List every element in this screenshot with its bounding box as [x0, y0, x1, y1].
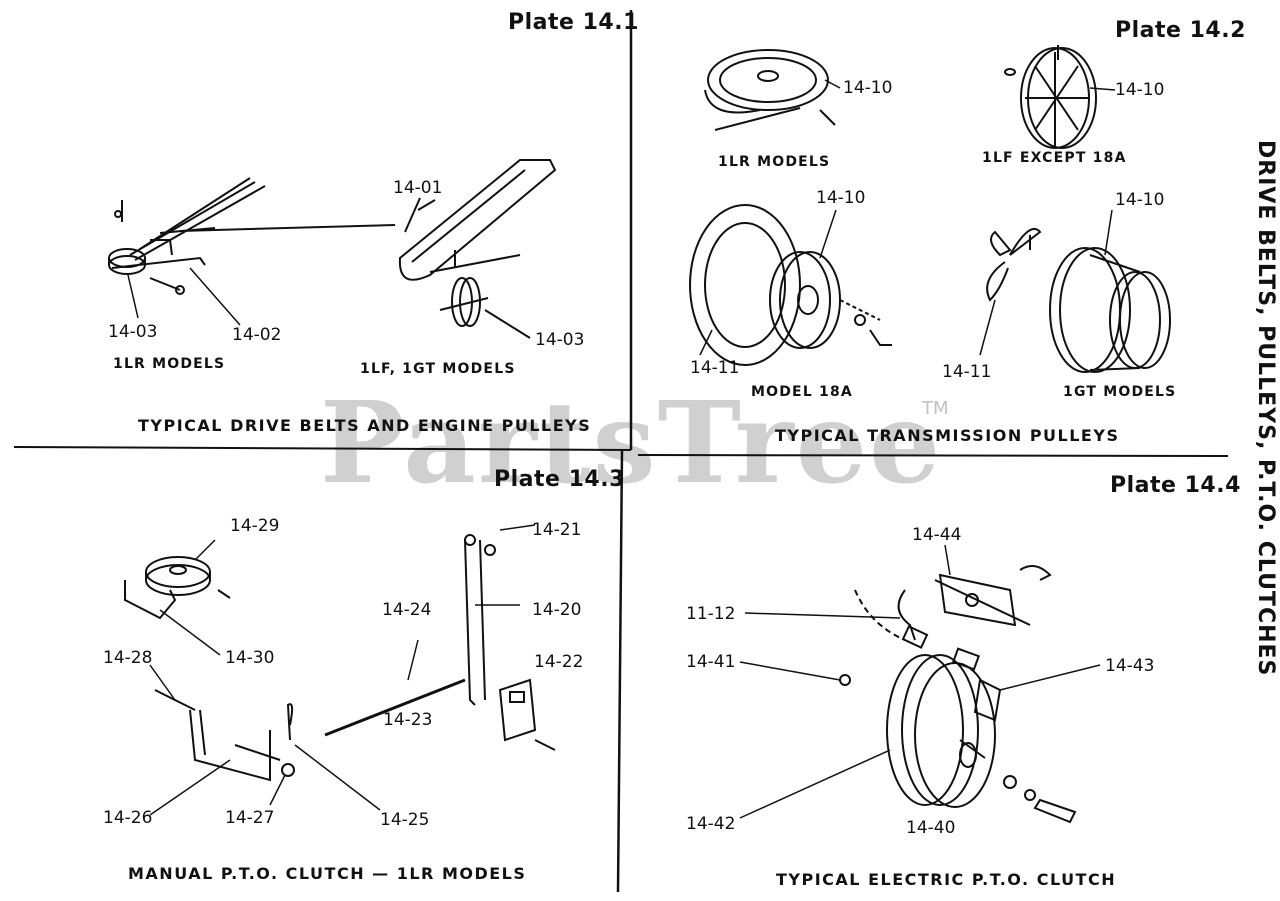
part-label-14-11-18a: 14-11	[690, 358, 740, 378]
part-label-14-30: 14-30	[225, 648, 275, 668]
plate-14-2-title: Plate 14.2	[1115, 18, 1246, 43]
part-label-14-10-18a: 14-10	[816, 188, 866, 208]
part-label-14-41: 14-41	[686, 652, 736, 672]
part-label-14-20: 14-20	[532, 600, 582, 620]
part-label-14-40: 14-40	[906, 818, 956, 838]
plate-14-2-caption: TYPICAL TRANSMISSION PULLEYS	[775, 426, 1120, 445]
part-label-14-43: 14-43	[1105, 656, 1155, 676]
plate-14-1-title: Plate 14.1	[508, 10, 639, 35]
model-label-1lf-except-18a: 1LF EXCEPT 18A	[982, 150, 1127, 166]
part-label-14-26: 14-26	[103, 808, 153, 828]
plate-14-2-18a-pulley	[689, 204, 892, 366]
plate-14-2-1lf-pulley	[1004, 45, 1116, 149]
part-label-11-12: 11-12	[686, 604, 736, 624]
part-label-14-27: 14-27	[225, 808, 275, 828]
plate-14-4-title: Plate 14.4	[1110, 473, 1241, 498]
model-label-1lr-transmission: 1LR MODELS	[718, 154, 831, 170]
plate-14-4-caption: TYPICAL ELECTRIC P.T.O. CLUTCH	[776, 870, 1117, 889]
part-label-14-10-1lr: 14-10	[843, 78, 893, 98]
part-label-14-42: 14-42	[686, 814, 736, 834]
divider-horizontal-left	[13, 446, 632, 451]
plate-14-4-electric-pto-assembly	[739, 544, 1101, 824]
part-label-14-24: 14-24	[382, 600, 432, 620]
plate-14-1-caption: TYPICAL DRIVE BELTS AND ENGINE PULLEYS	[138, 416, 592, 435]
part-label-14-11-1gt: 14-11	[942, 362, 992, 382]
part-label-14-10-1lf: 14-10	[1115, 80, 1165, 100]
plate-14-2-1lr-pulley	[704, 49, 841, 131]
divider-vertical-bottom	[616, 449, 624, 893]
part-label-14-01: 14-01	[393, 178, 443, 198]
part-label-14-28: 14-28	[103, 648, 153, 668]
model-label-18a: MODEL 18A	[751, 384, 853, 400]
part-label-14-03-1lf: 14-03	[535, 330, 585, 350]
part-label-14-44: 14-44	[912, 525, 962, 545]
model-label-1lf-1gt: 1LF, 1GT MODELS	[360, 361, 516, 377]
divider-horizontal-right	[637, 454, 1229, 457]
part-label-14-25: 14-25	[380, 810, 430, 830]
plate-14-3-caption: MANUAL P.T.O. CLUTCH — 1LR MODELS	[128, 864, 527, 883]
plate-14-1-1lr-assembly	[108, 177, 266, 295]
plate-14-1-1lf-1gt-assembly	[179, 159, 557, 339]
watermark-trademark: TM	[922, 398, 949, 419]
part-label-14-23: 14-23	[383, 710, 433, 730]
plate-14-3-manual-pto-assembly	[124, 524, 556, 816]
plate-14-2-1gt-pulley	[979, 209, 1171, 373]
part-label-14-03-1lr: 14-03	[108, 322, 158, 342]
part-label-14-02: 14-02	[232, 325, 282, 345]
model-label-1lr: 1LR MODELS	[113, 356, 226, 372]
side-title: DRIVE BELTS, PULLEYS, P.T.O. CLUTCHES	[1253, 140, 1278, 677]
part-label-14-29: 14-29	[230, 516, 280, 536]
part-label-14-21: 14-21	[532, 520, 582, 540]
part-label-14-22: 14-22	[534, 652, 584, 672]
model-label-1gt: 1GT MODELS	[1063, 384, 1177, 400]
plate-14-3-title: Plate 14.3	[494, 467, 625, 492]
part-label-14-10-1gt: 14-10	[1115, 190, 1165, 210]
